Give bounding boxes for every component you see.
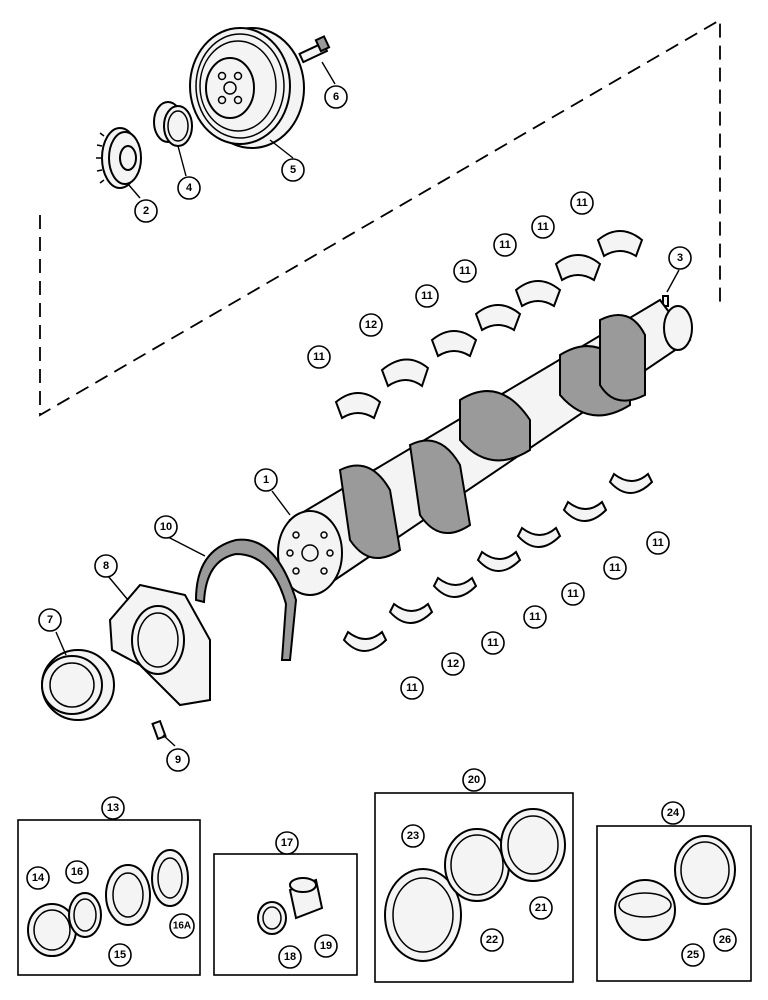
- callout-label: 14: [32, 872, 45, 884]
- callout-11: 11: [603, 556, 627, 580]
- callout-label: 3: [677, 252, 683, 264]
- callout-2: 2: [134, 199, 158, 223]
- lower-bearing-shells: [342, 472, 654, 652]
- kit-17-parts: [257, 877, 324, 935]
- rear-seal: [41, 649, 115, 721]
- callout-23: 23: [401, 824, 425, 848]
- callout-label: 11: [567, 588, 579, 600]
- rear-seal-housing: [108, 583, 211, 707]
- vibration-damper-pulley: [189, 27, 305, 149]
- rear-cover-gasket: [194, 538, 298, 661]
- callout-label: 8: [103, 560, 109, 572]
- callout-11: 11: [523, 605, 547, 629]
- callout-label: 11: [313, 351, 325, 363]
- callout-label: 9: [175, 754, 181, 766]
- callout-16: 16: [65, 860, 89, 884]
- callout-7: 7: [38, 608, 62, 632]
- callout-5: 5: [281, 158, 305, 182]
- callout-19: 19: [314, 934, 338, 958]
- kit-13-parts: [27, 849, 189, 957]
- callout-11: 11: [570, 191, 594, 215]
- callout-label: 16: [71, 866, 83, 878]
- leader-lines: [55, 61, 680, 747]
- callout-label: 1: [263, 474, 269, 486]
- callout-11: 11: [307, 345, 331, 369]
- callout-label: 4: [186, 182, 193, 194]
- callout-label: 12: [365, 319, 377, 331]
- callout-label: 11: [576, 197, 588, 209]
- callout-label: 12: [447, 658, 459, 670]
- callout-3: 3: [668, 246, 692, 270]
- callout-label: 24: [667, 807, 680, 819]
- callout-11: 11: [415, 284, 439, 308]
- callout-label: 11: [499, 239, 511, 251]
- callout-11: 11: [493, 233, 517, 257]
- callout-label: 11: [421, 290, 433, 302]
- callout-9: 9: [166, 748, 190, 772]
- callout-20: 20: [462, 768, 486, 792]
- callout-label: 16A: [173, 921, 191, 932]
- callout-11: 11: [453, 259, 477, 283]
- kit-box-13: [17, 819, 201, 976]
- callout-17: 17: [275, 831, 299, 855]
- callout-14: 14: [26, 866, 50, 890]
- callout-25: 25: [681, 943, 705, 967]
- callout-13: 13: [101, 796, 125, 820]
- callout-label: 20: [468, 774, 480, 786]
- callout-10: 10: [154, 515, 178, 539]
- callout-label: 11: [529, 611, 541, 623]
- callout-label: 11: [609, 562, 621, 574]
- kit-20-parts: [384, 808, 566, 962]
- callout-label: 26: [719, 934, 731, 946]
- callout-24: 24: [661, 801, 685, 825]
- crankshaft: [277, 298, 693, 596]
- callout-label: 18: [284, 951, 296, 963]
- callout-6: 6: [324, 85, 348, 109]
- callout-4: 4: [177, 176, 201, 200]
- callout-16a: 16A: [169, 913, 195, 939]
- callout-18: 18: [278, 945, 302, 969]
- callout-label: 10: [160, 521, 172, 533]
- wear-sleeve-4: [153, 101, 193, 147]
- callout-label: 11: [406, 682, 418, 694]
- callout-11: 11: [646, 531, 670, 555]
- callout-11: 11: [400, 676, 424, 700]
- kit-box-24: [596, 825, 752, 982]
- callout-label: 19: [320, 940, 332, 952]
- callout-26: 26: [713, 928, 737, 952]
- callout-8: 8: [94, 554, 118, 578]
- callout-label: 11: [459, 265, 471, 277]
- callout-11: 11: [481, 631, 505, 655]
- kit-box-20: [374, 792, 574, 983]
- callout-label: 13: [107, 802, 119, 814]
- callout-12: 12: [441, 652, 465, 676]
- callout-label: 15: [114, 949, 126, 961]
- callout-label: 11: [487, 637, 499, 649]
- callout-1: 1: [254, 468, 278, 492]
- housing-bolt: [151, 719, 167, 741]
- callout-11: 11: [561, 582, 585, 606]
- callout-21: 21: [529, 896, 553, 920]
- callout-label: 23: [407, 830, 419, 842]
- kit-24-parts: [614, 835, 736, 941]
- callout-22: 22: [480, 928, 504, 952]
- callout-label: 7: [47, 614, 53, 626]
- damper-bolt: [298, 35, 331, 64]
- callout-label: 17: [281, 837, 293, 849]
- callout-label: 22: [486, 934, 498, 946]
- callout-label: 11: [537, 221, 549, 233]
- callout-15: 15: [108, 943, 132, 967]
- callout-label: 21: [535, 902, 547, 914]
- crankshaft-gear: [96, 127, 142, 189]
- callout-label: 25: [687, 949, 699, 961]
- callout-label: 11: [652, 537, 664, 549]
- callout-11: 11: [531, 215, 555, 239]
- callout-12: 12: [359, 313, 383, 337]
- front-assembly-dashed-outline: [39, 18, 721, 417]
- upper-bearing-shells: [334, 230, 644, 420]
- callout-label: 2: [143, 205, 149, 217]
- callout-label: 5: [290, 164, 296, 176]
- callout-label: 6: [333, 91, 339, 103]
